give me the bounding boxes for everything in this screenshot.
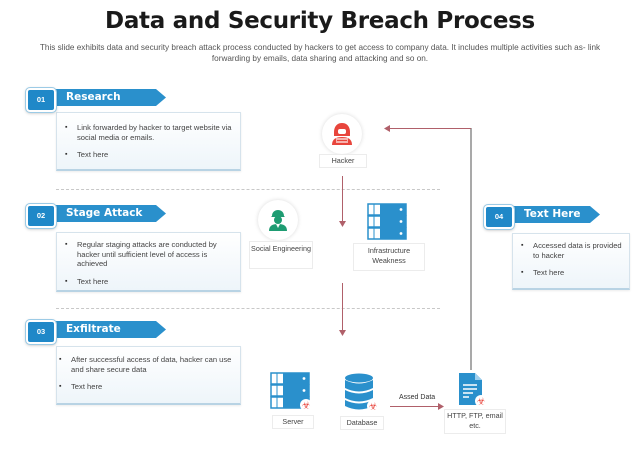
step-card: After successful access of data, hacker … — [56, 346, 241, 405]
bullet: After successful access of data, hacker … — [57, 355, 234, 374]
separator-1 — [56, 189, 440, 190]
arrow-stage-down — [342, 283, 343, 332]
step-number-badge: 03 — [25, 319, 57, 345]
page-subtitle: This slide exhibits data and security br… — [39, 43, 601, 63]
arrowhead-icon — [384, 125, 390, 132]
bullet: Regular staging attacks are conducted by… — [63, 240, 234, 269]
step-number-badge: 01 — [25, 87, 57, 113]
node-label: Social Engineering — [249, 241, 313, 269]
svg-text:☣: ☣ — [302, 401, 311, 412]
database-icon: ☣ — [345, 373, 379, 413]
arrowhead-icon — [438, 403, 444, 410]
arrowhead-icon — [339, 221, 346, 227]
bullet: Text here — [63, 150, 234, 160]
edge-label: Assed Data — [399, 394, 436, 401]
page-title: Data and Security Breach Process — [105, 8, 535, 34]
return-line-horizontal — [388, 128, 471, 129]
step-title-ribbon: Research — [54, 89, 166, 106]
hacker-icon-circle — [322, 114, 362, 154]
worker-icon — [269, 210, 287, 231]
arrow-database-to-protocols — [390, 406, 440, 407]
node-label: HTTP, FTP, email etc. — [444, 409, 506, 434]
node-label: Infrastructure Weakness — [353, 243, 425, 271]
node-label: Server — [272, 415, 314, 429]
bullet: Text here — [519, 268, 625, 278]
arrow-hacker-down — [342, 176, 343, 224]
step-card: Regular staging attacks are conducted by… — [56, 232, 241, 292]
node-label: Hacker — [319, 154, 367, 168]
step-title-ribbon: Stage Attack — [54, 205, 166, 222]
node-label: Database — [340, 416, 384, 430]
bullet: Text here — [57, 382, 234, 392]
bullet: Accessed data is provided to hacker — [519, 241, 625, 260]
step-title-ribbon: Text Here — [512, 206, 600, 223]
return-line-vertical — [470, 128, 472, 370]
step-number-badge: 02 — [25, 203, 57, 229]
arrowhead-icon — [339, 330, 346, 336]
bullet: Link forwarded by hacker to target websi… — [63, 123, 234, 142]
step-number-badge: 04 — [483, 204, 515, 230]
svg-text:☣: ☣ — [369, 402, 378, 413]
server-rack-icon: ☣ — [270, 372, 312, 412]
step-card: Accessed data is provided to hacker Text… — [512, 233, 630, 290]
svg-text:☣: ☣ — [477, 397, 486, 408]
step-card: Link forwarded by hacker to target websi… — [56, 112, 241, 171]
document-icon: ☣ — [459, 373, 487, 408]
server-rack-icon — [367, 203, 407, 240]
social-icon-circle — [258, 200, 298, 240]
hacker-icon — [332, 123, 352, 145]
separator-2 — [56, 308, 440, 309]
step-title-ribbon: Exfiltrate — [54, 321, 166, 338]
bullet: Text here — [63, 277, 234, 287]
